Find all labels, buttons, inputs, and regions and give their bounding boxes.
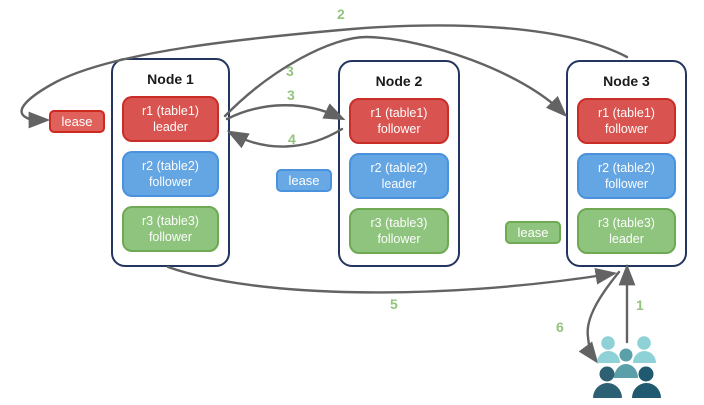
step-5-label: 5: [390, 296, 398, 312]
replica-range-label: r2 (table2): [598, 160, 655, 175]
step-6-label: 6: [556, 319, 564, 335]
node-2-replica-r2: r2 (table2) leader: [349, 153, 449, 199]
node-2-replica-r1: r1 (table1) follower: [349, 98, 449, 144]
node-3-title: Node 3: [603, 73, 650, 89]
replica-role-label: leader: [609, 232, 644, 246]
step-3-label-b: 3: [287, 87, 295, 103]
replica-range-label: r1 (table1): [598, 105, 655, 120]
node-1-replica-r3: r3 (table3) follower: [122, 206, 219, 252]
replica-role-label: follower: [604, 122, 649, 136]
lease-tag-r1: lease: [49, 110, 105, 133]
replica-role-label: follower: [377, 122, 421, 136]
replica-role-label: leader: [153, 120, 188, 134]
replica-role-label: follower: [148, 175, 193, 189]
replica-role-label: leader: [381, 177, 417, 191]
replica-range-label: r1 (table1): [142, 103, 199, 118]
node-2-replica-r3: r3 (table3) follower: [349, 208, 449, 254]
arrow-step-6: [578, 270, 621, 364]
replica-range-label: r2 (table2): [142, 158, 199, 173]
arrow-step-5: [166, 265, 618, 294]
node-3-replica-r3: r3 (table3) leader: [577, 208, 676, 254]
replica-role-label: follower: [148, 230, 193, 244]
replica-range-label: r2 (table2): [370, 160, 428, 175]
lease-tag-r3: lease: [505, 221, 561, 244]
node-1-replica-r2: r2 (table2) follower: [122, 151, 219, 197]
node-3-replica-r1: r1 (table1) follower: [577, 98, 676, 144]
node-1-title: Node 1: [147, 71, 194, 87]
replica-range-label: r3 (table3): [142, 213, 199, 228]
replica-range-label: r3 (table3): [598, 215, 655, 230]
node-3-box: Node 3 r1 (table1) follower r2 (table2) …: [566, 60, 687, 267]
replica-range-label: r1 (table1): [370, 105, 428, 120]
replica-role-label: follower: [377, 232, 421, 246]
node-3-replica-r2: r2 (table2) follower: [577, 153, 676, 199]
node-2-title: Node 2: [375, 73, 423, 89]
step-2-label: 2: [337, 6, 345, 22]
lease-tag-r2: lease: [276, 169, 332, 192]
step-4-label: 4: [288, 131, 296, 147]
arrow-step-3-to-node2: [225, 103, 346, 121]
replica-role-label: follower: [604, 177, 649, 191]
user-group-icon: [593, 336, 661, 398]
step-3-label-a: 3: [286, 63, 294, 79]
replica-range-label: r3 (table3): [370, 215, 428, 230]
node-1-box: Node 1 r1 (table1) leader r2 (table2) fo…: [111, 58, 230, 267]
node-1-replica-r1: r1 (table1) leader: [122, 96, 219, 142]
step-1-label: 1: [636, 297, 644, 313]
node-2-box: Node 2 r1 (table1) follower r2 (table2) …: [338, 60, 460, 267]
